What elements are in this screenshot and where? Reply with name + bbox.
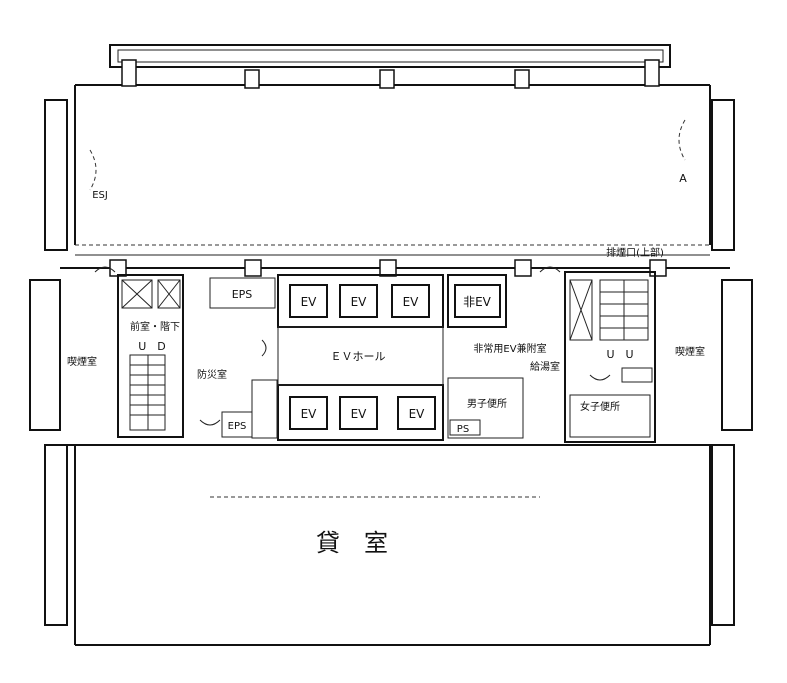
left-stair-core: [117, 274, 184, 438]
ev-upper-row: EV EV EV 非EV: [289, 284, 501, 318]
columns: [109, 59, 667, 277]
janitor-label: 給湯室: [530, 360, 560, 373]
ev-cab-2: [339, 284, 378, 318]
ps-label: PS: [457, 424, 469, 435]
esj-label: ESJ: [92, 190, 108, 201]
smoking-right-label: 喫煙室: [675, 345, 705, 358]
ev-label-2: EV: [351, 295, 368, 309]
ev-cab-6: [397, 396, 436, 430]
ud-left-label: U D: [138, 340, 166, 353]
smoke-vent-label: 排煙口(上部): [606, 246, 664, 259]
disaster-center-label: 防災室: [197, 368, 227, 381]
eps-bottom-label: EPS: [228, 421, 247, 432]
ev-cab-1: [289, 284, 328, 318]
front-room-label: 前室・階下: [130, 320, 180, 333]
ev-lower-row: EV EV EV: [289, 396, 436, 430]
toilet-right-label: 女子便所: [580, 400, 620, 413]
ud-right-label: U U: [606, 348, 633, 361]
eps-top-label: EPS: [232, 288, 253, 301]
outer-walls: [29, 44, 753, 646]
ev-cab-5: [339, 396, 378, 430]
emergency-ev-cab: [454, 284, 501, 318]
toilet-left-label: 男子便所: [467, 397, 507, 410]
room-labels: ＥＶホール EPS EPS PS 前室・階下 U D U U 喫煙室 喫煙室 非…: [67, 172, 705, 557]
ev-label-6: EV: [409, 407, 426, 421]
rental-room-label: 貸 室: [316, 529, 388, 557]
elevator-block: [209, 274, 524, 441]
right-stair-core: [564, 271, 656, 443]
ev-cab-3: [391, 284, 430, 318]
ev-label-1: EV: [301, 295, 318, 309]
door-swings: [89, 119, 686, 426]
emergency-ev-label: 非EV: [463, 295, 492, 309]
ev-label-4: EV: [301, 407, 318, 421]
mark-a-label: A: [679, 172, 687, 185]
smoking-left-label: 喫煙室: [67, 355, 97, 368]
ev-label-5: EV: [351, 407, 368, 421]
ev-label-3: EV: [403, 295, 420, 309]
emergency-ev-front-label: 非常用EV兼附室: [473, 342, 546, 355]
ev-hall-label: ＥＶホール: [331, 350, 386, 363]
ev-cab-4: [289, 396, 328, 430]
